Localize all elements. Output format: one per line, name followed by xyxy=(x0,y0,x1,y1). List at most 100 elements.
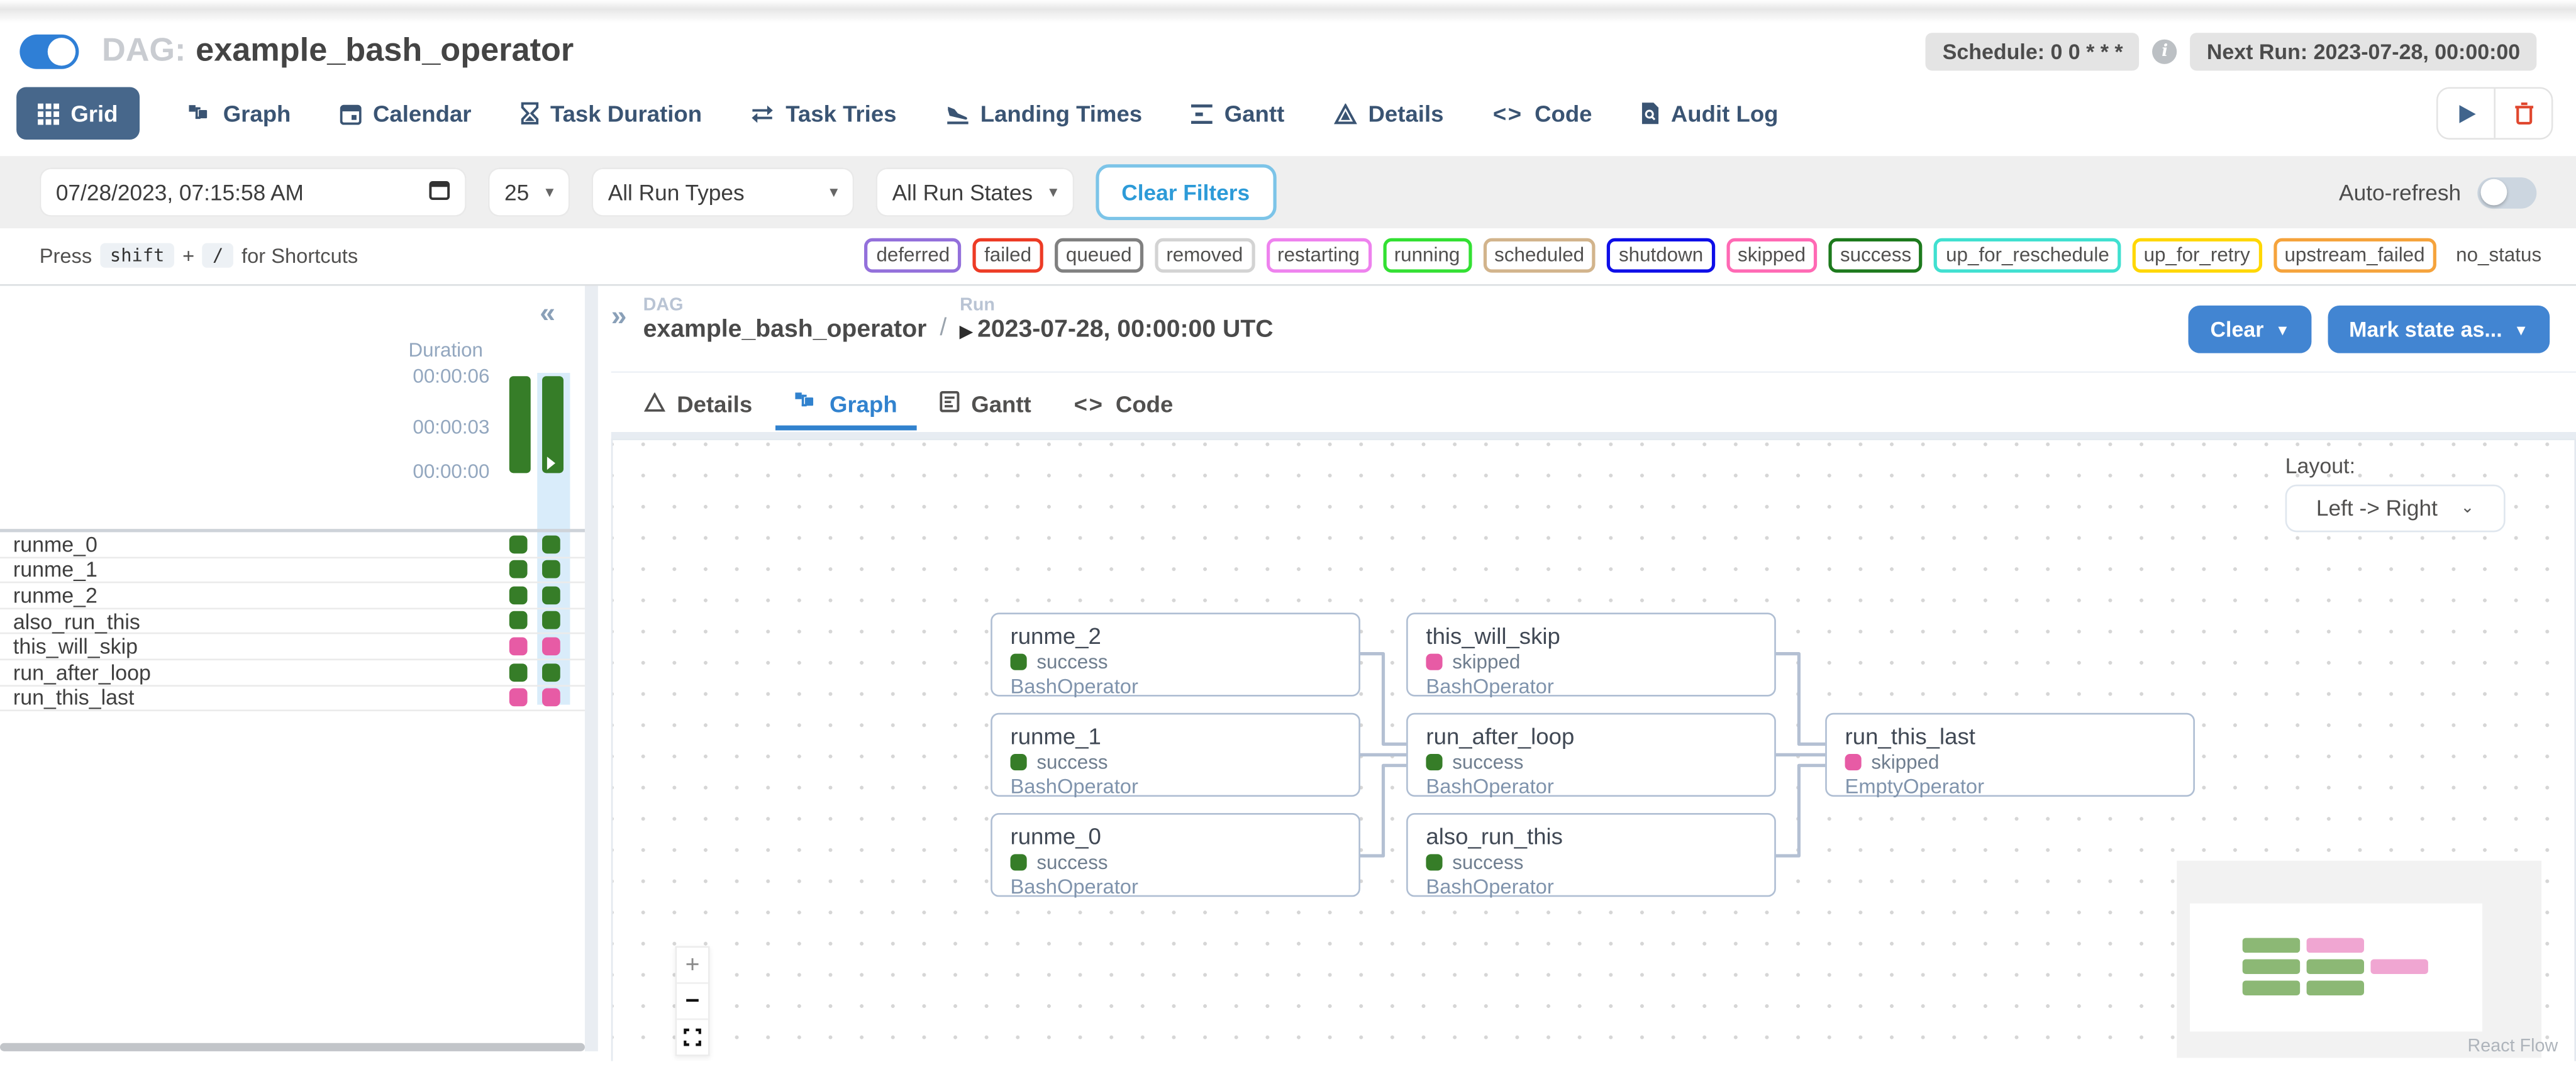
num-runs-select[interactable]: 25▾ xyxy=(487,167,570,217)
task-row[interactable]: runme_0 xyxy=(0,532,585,558)
dag-run-bar-selected[interactable] xyxy=(542,376,564,473)
task-row[interactable]: run_after_loop xyxy=(0,660,585,686)
tab-label: Code xyxy=(1535,100,1592,127)
tab-gantt[interactable]: Gantt xyxy=(1191,100,1284,126)
expand-panel-icon[interactable]: » xyxy=(611,301,627,332)
warning-triangle-icon xyxy=(643,390,666,416)
run-tab-graph[interactable]: Graph xyxy=(775,390,918,430)
legend-up-for-reschedule[interactable]: up_for_reschedule xyxy=(1934,238,2121,273)
task-row[interactable]: also_run_this xyxy=(0,609,585,635)
breadcrumb-dag[interactable]: DAG example_bash_operator xyxy=(643,296,927,343)
tab-calendar[interactable]: Calendar xyxy=(340,100,472,126)
chevron-down-icon: ▾ xyxy=(1049,183,1058,202)
tab-landing-times[interactable]: Landing Times xyxy=(946,100,1142,126)
legend-failed[interactable]: failed xyxy=(972,238,1043,273)
task-row[interactable]: run_this_last xyxy=(0,685,585,712)
task-instance-square[interactable] xyxy=(509,611,528,630)
auto-refresh-toggle[interactable] xyxy=(2477,176,2537,208)
task-instance-square[interactable] xyxy=(542,688,560,707)
base-date-input[interactable]: 07/28/2023, 07:15:58 AM xyxy=(39,167,467,217)
run-types-select[interactable]: All Run Types▾ xyxy=(591,167,855,217)
graph-node-runme_1[interactable]: runme_1 success BashOperator xyxy=(991,712,1360,799)
task-row[interactable]: this_will_skip xyxy=(0,634,585,661)
panel-divider[interactable] xyxy=(584,285,598,1051)
collapse-panel-icon[interactable]: « xyxy=(540,297,555,329)
task-instance-square[interactable] xyxy=(509,688,528,707)
task-row[interactable]: runme_2 xyxy=(0,583,585,609)
toggle-knob xyxy=(47,38,76,66)
run-tab-gantt[interactable]: Gantt xyxy=(940,390,1031,429)
zoom-out-button[interactable]: − xyxy=(677,982,708,1019)
breadcrumb-run[interactable]: Run ▶2023-07-28, 00:00:00 UTC xyxy=(960,296,1274,343)
task-instance-square[interactable] xyxy=(509,560,528,579)
calendar-picker-icon[interactable] xyxy=(429,179,450,206)
run-states-select[interactable]: All Run States▾ xyxy=(875,167,1074,217)
legend-removed[interactable]: removed xyxy=(1155,238,1255,273)
graph-minimap[interactable] xyxy=(2177,860,2542,1058)
trigger-dag-button[interactable] xyxy=(2438,89,2494,138)
graph-node-also_run_this[interactable]: also_run_this success BashOperator xyxy=(1406,813,1776,899)
legend-queued[interactable]: queued xyxy=(1054,238,1143,273)
shortcut-hint: Press shift + / for Shortcuts xyxy=(39,243,358,268)
tab-audit-log[interactable]: Audit Log xyxy=(1641,100,1779,126)
tab-details[interactable]: Details xyxy=(1333,100,1443,126)
tab-code[interactable]: <> Code xyxy=(1493,100,1592,126)
auto-refresh-label: Auto-refresh xyxy=(2339,180,2462,205)
mark-state-button[interactable]: Mark state as...▼ xyxy=(2328,305,2550,353)
legend-restarting[interactable]: restarting xyxy=(1265,238,1372,273)
task-instance-square[interactable] xyxy=(542,637,560,656)
graph-canvas[interactable]: Layout: Left -> Right ⌄ runme_2 success … xyxy=(611,438,2576,1061)
legend-up-for-retry[interactable]: up_for_retry xyxy=(2132,238,2262,273)
tab-task-duration[interactable]: Task Duration xyxy=(521,100,702,126)
graph-node-this_will_skip[interactable]: this_will_skip skipped BashOperator xyxy=(1406,612,1776,698)
dag-pause-toggle[interactable] xyxy=(19,34,79,69)
tab-label: Audit Log xyxy=(1670,100,1779,127)
task-instance-square[interactable] xyxy=(509,637,528,656)
task-instance-square[interactable] xyxy=(509,663,528,681)
chevron-down-icon: ⌄ xyxy=(2460,499,2475,518)
task-instance-square[interactable] xyxy=(542,560,560,579)
clear-filters-button[interactable]: Clear Filters xyxy=(1095,164,1276,221)
graph-node-run_after_loop[interactable]: run_after_loop success BashOperator xyxy=(1406,712,1776,799)
task-row[interactable]: runme_1 xyxy=(0,558,585,584)
task-instance-square[interactable] xyxy=(509,534,528,553)
graph-edges xyxy=(1360,652,1826,858)
graph-node-run_this_last[interactable]: run_this_last skipped EmptyOperator xyxy=(1825,712,2195,799)
tab-grid[interactable]: Grid xyxy=(16,87,140,140)
task-instance-square[interactable] xyxy=(542,611,560,630)
layout-select[interactable]: Left -> Right ⌄ xyxy=(2285,484,2506,533)
graph-node-runme_2[interactable]: runme_2 success BashOperator xyxy=(991,612,1360,698)
task-instance-square[interactable] xyxy=(542,663,560,681)
graph-node-runme_0[interactable]: runme_0 success BashOperator xyxy=(991,813,1360,899)
legend-scheduled[interactable]: scheduled xyxy=(1482,238,1596,273)
horizontal-scrollbar[interactable] xyxy=(0,1043,585,1051)
tab-graph[interactable]: Graph xyxy=(188,100,291,126)
info-icon[interactable]: i xyxy=(2152,39,2177,64)
legend-skipped[interactable]: skipped xyxy=(1726,238,1818,273)
fit-view-button[interactable] xyxy=(677,1018,708,1055)
legend-deferred[interactable]: deferred xyxy=(865,238,962,273)
dag-run-bar[interactable] xyxy=(509,376,531,473)
legend-shutdown[interactable]: shutdown xyxy=(1607,238,1715,273)
task-instance-square[interactable] xyxy=(542,534,560,553)
status-dot xyxy=(1845,754,1862,771)
breadcrumb: DAG example_bash_operator / Run ▶2023-07… xyxy=(643,296,1274,343)
task-instance-square[interactable] xyxy=(509,586,528,604)
legend-success[interactable]: success xyxy=(1828,238,1923,273)
slash-key: / xyxy=(203,243,233,268)
base-date-value: 07/28/2023, 07:15:58 AM xyxy=(55,180,304,205)
legend-upstream-failed[interactable]: upstream_failed xyxy=(2273,238,2436,273)
zoom-in-button[interactable]: + xyxy=(677,948,708,983)
clear-run-button[interactable]: Clear▼ xyxy=(2189,305,2312,353)
run-tab-details[interactable]: Details xyxy=(643,390,752,429)
run-tab-code[interactable]: <> Code xyxy=(1074,390,1174,417)
chevron-down-icon: ▼ xyxy=(2275,321,2290,338)
task-instance-square[interactable] xyxy=(542,586,560,604)
tab-label: Landing Times xyxy=(980,100,1143,127)
tab-task-tries[interactable]: Task Tries xyxy=(751,100,897,126)
zoom-controls: + − xyxy=(675,946,710,1056)
grid-panel: « Duration 00:00:06 00:00:03 00:00:00 ru… xyxy=(0,286,585,1051)
delete-dag-button[interactable] xyxy=(2494,89,2551,138)
legend-running[interactable]: running xyxy=(1382,238,1472,273)
